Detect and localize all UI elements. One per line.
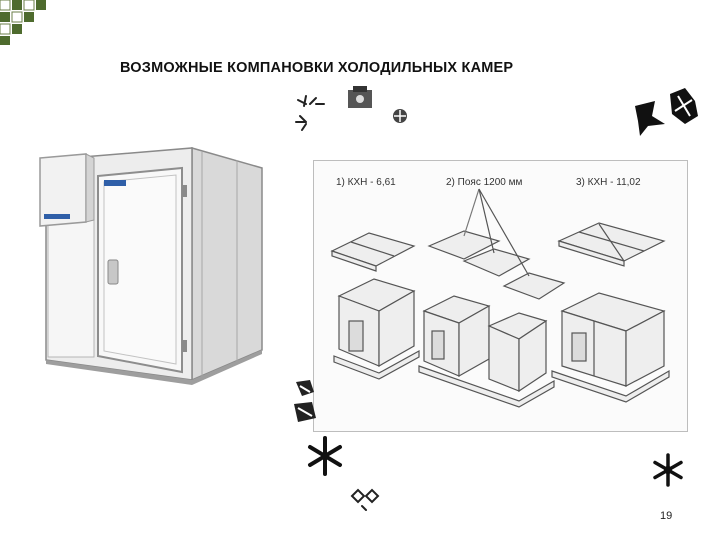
snowflake-icon <box>350 488 380 511</box>
snowflake-icon <box>393 109 407 123</box>
diagram-label-2: 2) Пояс 1200 мм <box>446 177 523 188</box>
refrigerated-chamber-photo <box>39 147 263 385</box>
corner-squares-decoration <box>0 0 46 45</box>
snowflake-icon <box>653 453 683 487</box>
snowflake-icon <box>635 88 698 136</box>
diagram-label-3: 3) КХН - 11,02 <box>576 177 641 188</box>
page-number: 19 <box>660 510 673 522</box>
diagram-drawing <box>330 188 670 408</box>
layout-diagram: 1) КХН - 6,61 2) Пояс 1200 мм 3) КХН - 1… <box>313 160 688 432</box>
snowflake-icon <box>295 95 325 131</box>
snowflake-icon <box>348 86 372 108</box>
diagram-label-1: 1) КХН - 6,61 <box>336 177 396 188</box>
snowflake-icon <box>308 436 342 476</box>
slide-title: ВОЗМОЖНЫЕ КОМПАНОВКИ ХОЛОДИЛЬНЫХ КАМЕР <box>120 60 514 76</box>
snowflake-icon <box>294 380 316 422</box>
